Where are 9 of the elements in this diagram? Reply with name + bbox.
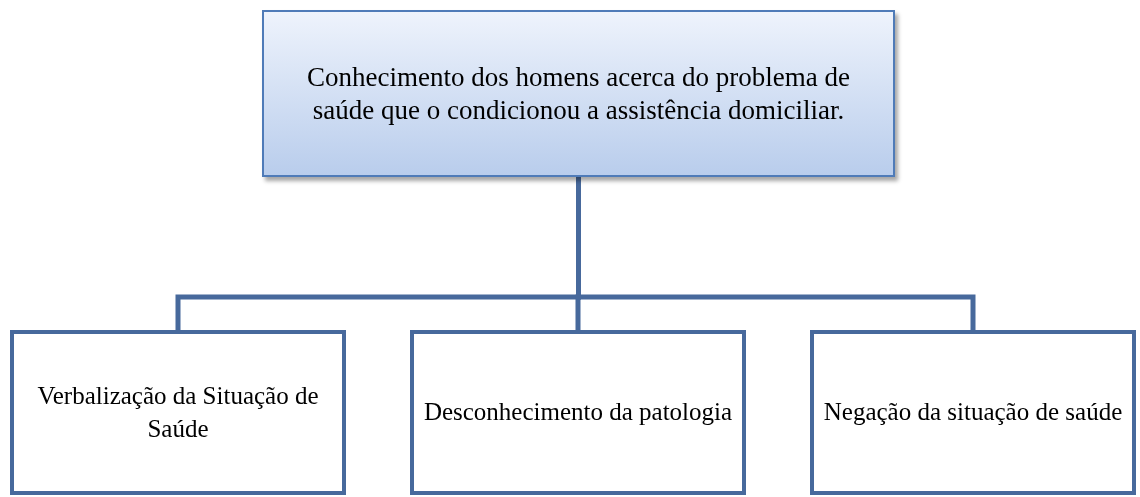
root-box [262,10,895,177]
box-text: Desconhecimento da patologia [423,397,733,428]
box-text: Negação da situação de saúde [823,397,1123,428]
category-box [810,330,1136,495]
connector-line [576,177,976,330]
box-text: Conhecimento dos homens acerca do problema de saúde que o condicionou a assistência domiciliar. [306,61,851,126]
category-box [410,330,746,495]
box-text: Verbalização da Situação de Saúde [36,381,320,444]
category-box [10,330,346,495]
